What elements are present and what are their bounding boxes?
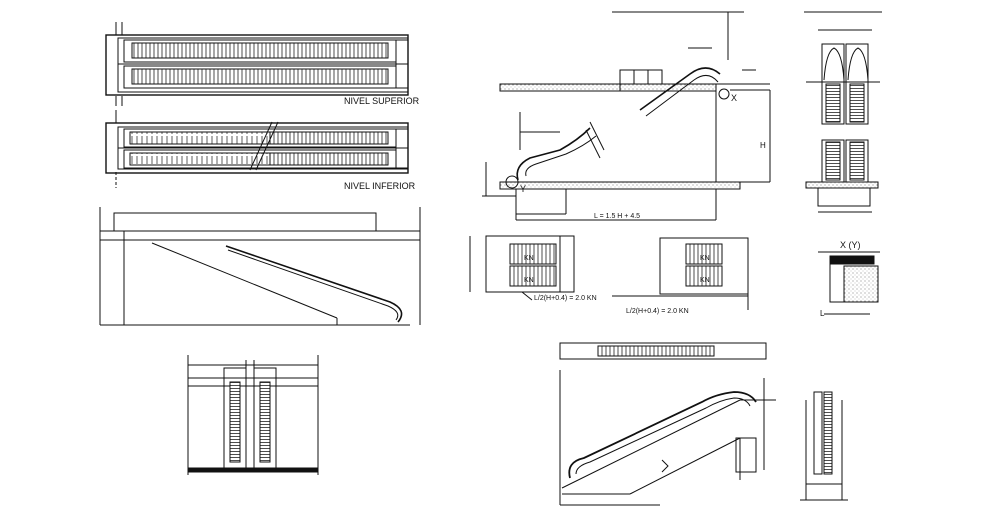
label-nivel-superior: NIVEL SUPERIOR <box>344 96 420 106</box>
elevation-left <box>99 207 421 326</box>
end-elevation-lower <box>805 139 879 213</box>
label-dim-l: L <box>820 309 825 318</box>
plan-strip-bottom <box>559 342 767 360</box>
label-kn-3: KN <box>700 255 710 262</box>
section-main-elevation <box>482 11 771 221</box>
label-nivel-inferior: NIVEL INFERIOR <box>344 181 416 191</box>
label-kn-1: KN <box>524 255 534 262</box>
end-elevation-upper <box>804 11 882 125</box>
plan-lower-level <box>105 110 409 188</box>
label-height-marker: H <box>760 141 766 150</box>
plan-detail-right <box>612 237 749 310</box>
plan-detail-left <box>469 235 575 301</box>
label-detail-y: Y <box>520 184 526 194</box>
section-left-bottom <box>187 355 319 475</box>
label-length-formula: L = 1.5 H + 4.5 <box>594 213 640 220</box>
elevation-bottom-center <box>559 370 776 506</box>
label-detail-title: X (Y) <box>840 240 861 250</box>
label-kn-2: KN <box>524 277 534 284</box>
label-kn-4: KN <box>700 277 710 284</box>
label-load-right: L/2(H+0.4) = 2.0 KN <box>626 308 689 315</box>
detail-x-y <box>818 251 880 315</box>
plan-upper-level <box>105 22 409 106</box>
label-load-left: L/2(H+0.4) = 2.0 KN <box>534 295 597 302</box>
label-detail-x: X <box>731 93 737 103</box>
end-section-bottom <box>800 391 848 501</box>
